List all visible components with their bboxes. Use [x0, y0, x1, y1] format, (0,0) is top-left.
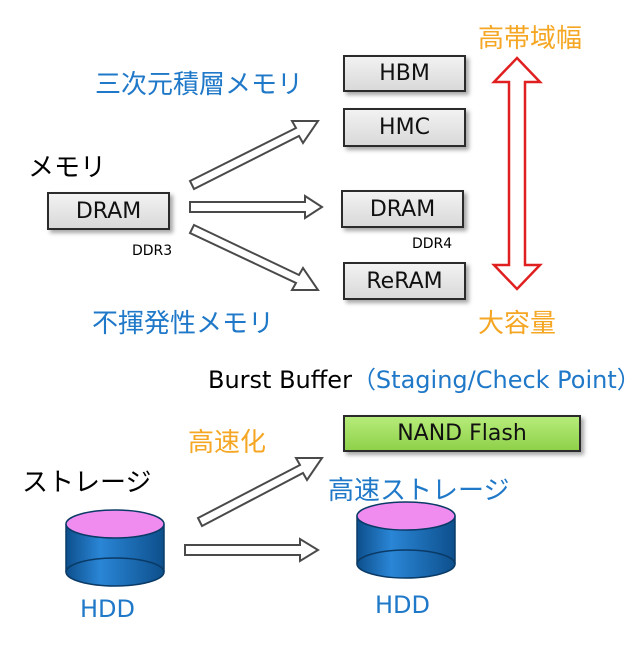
hbm-box: HBM [343, 55, 466, 92]
ddr3-tag: DDR3 [132, 243, 173, 259]
storage-category-label: ストレージ [22, 468, 152, 498]
target-dram-box: DRAM [341, 190, 464, 228]
hdd-left-cylinder [65, 509, 165, 587]
hmc-box: HMC [343, 108, 466, 147]
arrow-hdd-to-hdd [184, 537, 320, 563]
arrow-hdd-to-nand [196, 457, 324, 528]
nonvolatile-memory-label: 不揮発性メモリ [92, 309, 275, 339]
arrow-dram-to-reram [188, 223, 320, 291]
fast-storage-label: 高速ストレージ [328, 476, 510, 506]
burst-buffer-label: Burst Buffer [208, 366, 352, 394]
source-dram-box: DRAM [47, 192, 170, 230]
stacked-memory-label: 三次元積層メモリ [95, 70, 304, 100]
arrow-dram-to-dram [189, 194, 324, 220]
burst-buffer-detail: （Staging/Check Point） [351, 366, 631, 394]
nand-flash-box: NAND Flash [343, 415, 581, 452]
hdd-left-label: HDD [80, 595, 136, 623]
ddr4-tag: DDR4 [412, 236, 453, 252]
speedup-label: 高速化 [188, 428, 267, 458]
arrow-dram-to-hmc [188, 120, 320, 191]
hdd-right-label: HDD [375, 591, 431, 619]
reram-box: ReRAM [343, 262, 466, 300]
high-bandwidth-label: 高帯域幅 [478, 24, 583, 54]
burst-buffer-caption: Burst Buffer（Staging/Check Point） [208, 360, 631, 395]
large-capacity-label: 大容量 [478, 309, 557, 339]
memory-category-label: メモリ [28, 153, 107, 183]
bandwidth-capacity-arrow [491, 56, 543, 291]
hdd-right-cylinder [356, 501, 456, 579]
